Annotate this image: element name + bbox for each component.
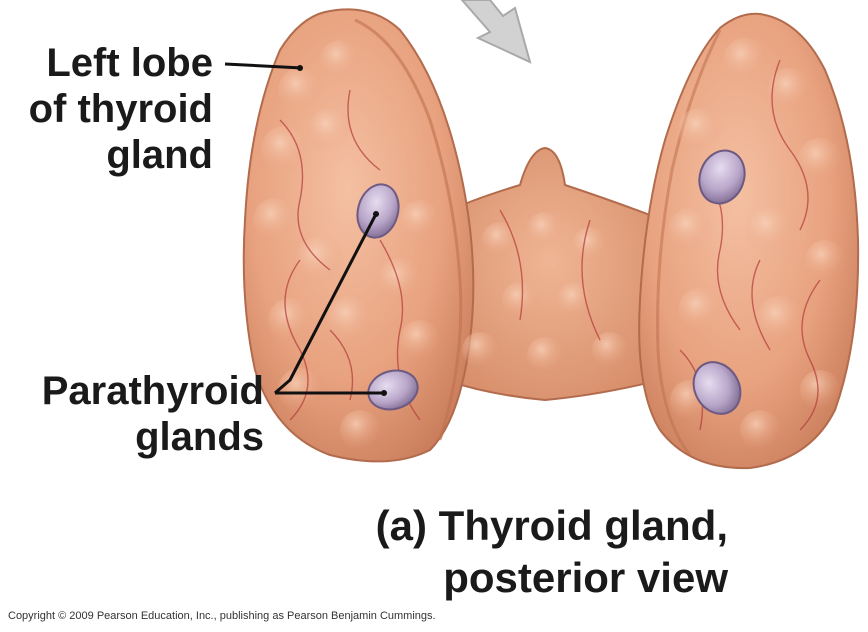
parathyroid-label-line-1: Parathyroid: [41, 369, 264, 413]
leader-lines: [224, 62, 384, 395]
left-lobe-label-line-2: of thyroid: [28, 87, 213, 131]
copyright-notice: Copyright © 2009 Pearson Education, Inc.…: [8, 610, 436, 622]
left-lobe-label-line-3: gland: [106, 133, 213, 177]
caption-line-2: posterior view: [443, 554, 728, 601]
left-lobe-label-line-1: Left lobe: [46, 41, 213, 85]
caption-line-1: (a) Thyroid gland,: [375, 502, 728, 549]
tissue-texture: [253, 38, 845, 450]
figure-caption: (a) Thyroid gland, posterior view: [348, 500, 728, 604]
parathyroid-label: Parathyroid glands: [42, 368, 264, 460]
parathyroid-gland-right-lower: [692, 361, 742, 415]
parathyroid-gland-left-upper: [356, 183, 400, 239]
left-lobe-label: Left lobe of thyroid gland: [29, 40, 213, 178]
parathyroid-gland-right-upper: [698, 149, 746, 205]
parathyroid-gland-left-lower: [367, 369, 419, 411]
parathyroid-label-line-2: glands: [135, 415, 264, 459]
direction-arrow: [460, 0, 532, 64]
